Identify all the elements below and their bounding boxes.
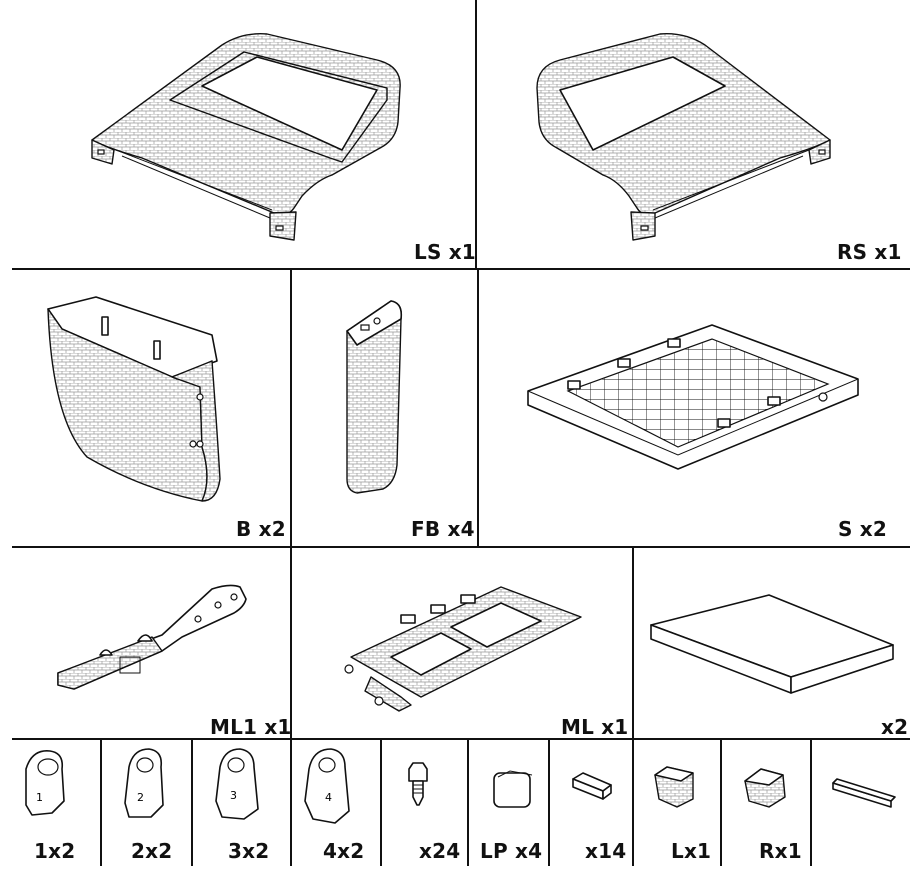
part-number: 1: [36, 791, 43, 804]
divider: [290, 546, 292, 866]
clip-icon: [572, 772, 612, 800]
part-rs-cell: RS x1: [475, 0, 910, 268]
part-label: RS x1: [837, 240, 902, 264]
divider: [12, 546, 910, 548]
divider: [632, 546, 634, 738]
part-number: 3: [230, 789, 237, 802]
divider: [12, 268, 910, 270]
part-label: LS x1: [414, 240, 476, 264]
divider: [475, 0, 477, 268]
part-ml1-cell: ML1 x1: [12, 547, 292, 739]
part-label: 3x2: [228, 839, 270, 863]
part-c1-cell: 1 1x2: [12, 739, 100, 866]
ml-frame-drawing: [344, 586, 582, 712]
connector-1-drawing: 1: [25, 750, 65, 816]
part-ml-cell: ML x1: [291, 547, 632, 739]
part-label: B x2: [236, 517, 286, 541]
divider: [191, 738, 193, 866]
part-label: Lx1: [671, 839, 712, 863]
divider: [810, 738, 812, 866]
part-label: 2x2: [131, 839, 173, 863]
l-connector-icon: [654, 766, 694, 808]
divider: [548, 738, 550, 866]
frame-bar-drawing: [346, 300, 403, 494]
part-label: 4x2: [323, 839, 365, 863]
part-label: x14: [585, 839, 627, 863]
left-armrest-drawing: [91, 33, 401, 241]
connector-2-drawing: 2: [124, 748, 164, 818]
part-fb-cell: FB x4: [291, 269, 477, 546]
divider: [380, 738, 382, 866]
part-label: LP x4: [480, 839, 543, 863]
part-lp-cell: LP x4: [468, 739, 548, 866]
part-c2-cell: 2 2x2: [101, 739, 191, 866]
connector-4-drawing: 4: [304, 748, 350, 824]
divider: [720, 738, 722, 866]
part-c3-cell: 3 3x2: [192, 739, 290, 866]
connector-3-drawing: 3: [215, 748, 259, 820]
right-armrest-drawing: [536, 33, 831, 241]
part-label: ML x1: [561, 715, 629, 739]
cushion-drawing: [650, 594, 894, 694]
part-label: Rx1: [759, 839, 802, 863]
part-label: FB x4: [411, 517, 475, 541]
part-b-cell: B x2: [12, 269, 290, 546]
backrest-drawing: [47, 296, 221, 502]
divider: [12, 738, 910, 740]
part-tool-cell: [811, 739, 910, 866]
part-label: 1x2: [34, 839, 76, 863]
part-r-cell: Rx1: [721, 739, 810, 866]
part-clip-cell: x14: [549, 739, 632, 866]
part-l-cell: Lx1: [633, 739, 720, 866]
part-c4-cell: 4 4x2: [291, 739, 380, 866]
divider: [467, 738, 469, 866]
bolt-icon: [408, 762, 428, 806]
part-label: ML1 x1: [210, 715, 292, 739]
tool-icon: [832, 778, 896, 808]
part-cushion-cell: x2: [633, 547, 910, 739]
part-number: 2: [137, 791, 144, 804]
lp-cap-icon: [493, 770, 533, 808]
seat-frame-drawing: [527, 324, 859, 470]
part-bolt-cell: x24: [381, 739, 467, 866]
divider: [477, 268, 479, 546]
ml1-bracket-drawing: [57, 584, 247, 690]
divider: [632, 738, 634, 866]
divider: [290, 268, 292, 546]
part-label: x2: [881, 715, 909, 739]
part-label: x24: [419, 839, 461, 863]
part-number: 4: [325, 791, 332, 804]
part-ls-cell: LS x1: [12, 0, 476, 268]
r-connector-icon: [744, 768, 786, 808]
part-s-cell: S x2: [478, 269, 910, 546]
part-label: S x2: [838, 517, 887, 541]
divider: [100, 738, 102, 866]
